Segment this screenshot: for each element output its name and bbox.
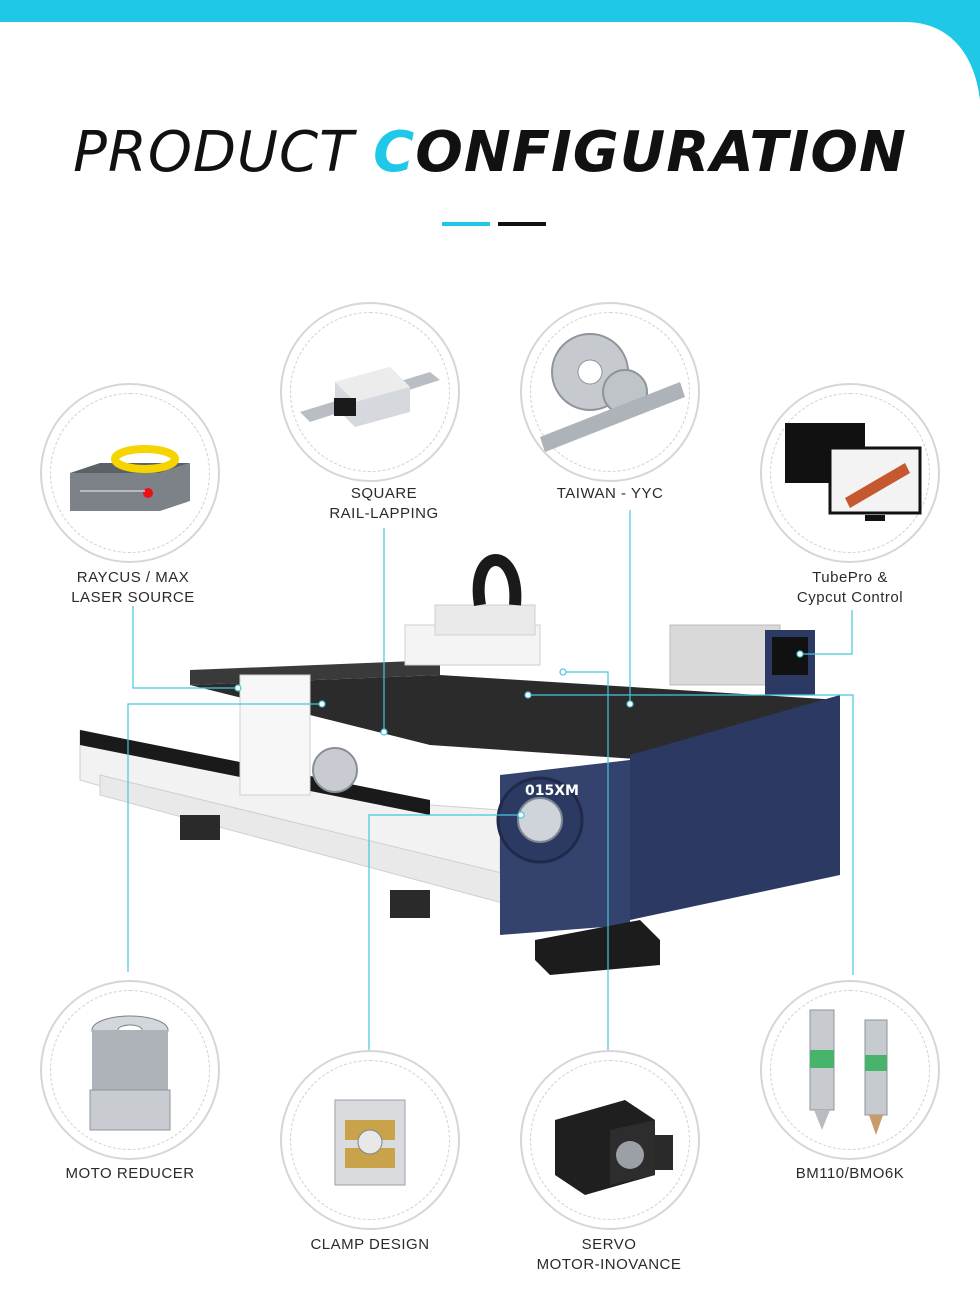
gear-rack-icon xyxy=(540,333,685,452)
rack-circle xyxy=(520,302,700,482)
top-accent-band xyxy=(0,0,980,100)
control-monitor-icon xyxy=(785,423,922,521)
reducer-circle xyxy=(40,980,220,1160)
title-part2: ONFIGURATION xyxy=(415,120,907,185)
control-circle xyxy=(760,383,940,563)
control-label: TubePro &Cypcut Control xyxy=(796,569,904,606)
laser-source-icon xyxy=(70,445,190,511)
title-part1: PRODUCT xyxy=(73,120,374,185)
linear-rail-icon xyxy=(300,367,440,427)
laser-cutting-machine-illustration: 015XM xyxy=(79,554,840,975)
rail-circle xyxy=(280,302,460,482)
clamp-label: CLAMP DESIGN xyxy=(310,1236,430,1253)
head-label: BM110/BMO6K xyxy=(795,1165,905,1182)
clamp-icon xyxy=(334,1099,406,1186)
title-underline-cyan xyxy=(442,222,490,226)
servo-motor-icon xyxy=(555,1100,673,1195)
reducer-icon xyxy=(89,1015,171,1131)
laser-source-circle xyxy=(40,383,220,563)
page-title: PRODUCT CONFIGURATION xyxy=(0,120,980,185)
title-underline-dark xyxy=(498,222,546,226)
title-accent-letter: C xyxy=(373,120,416,185)
machine-badge: 015XM xyxy=(525,783,579,799)
reducer-label: MOTO REDUCER xyxy=(65,1165,195,1182)
laser-head-icon xyxy=(809,1009,888,1135)
clamp-circle xyxy=(280,1050,460,1230)
head-circle xyxy=(760,980,940,1160)
servo-circle xyxy=(520,1050,700,1230)
rack-label: TAIWAN - YYC xyxy=(556,485,664,502)
